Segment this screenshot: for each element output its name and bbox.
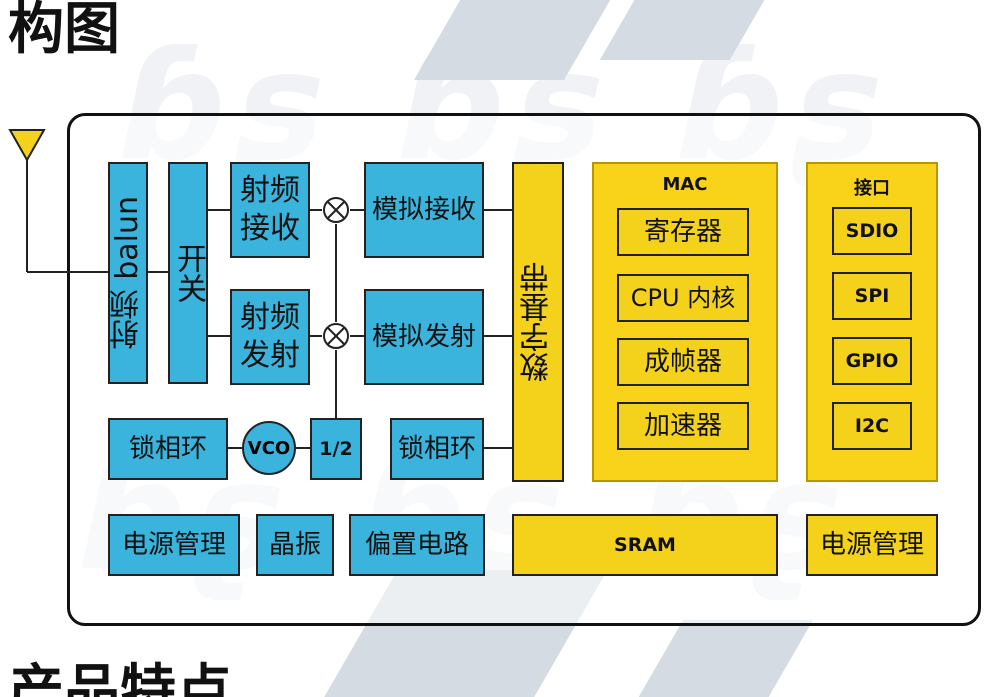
section-heading-features: 产品特点 <box>8 659 232 697</box>
divider-label: 1/2 <box>319 438 353 460</box>
iface-item-label: I2C <box>854 415 890 437</box>
mac-item-label: 成帧器 <box>643 347 722 377</box>
mac-item-label: 加速器 <box>643 411 722 441</box>
pll-left-block: 锁相环 <box>108 418 228 480</box>
iface-item-sdio: SDIO <box>832 207 912 255</box>
bias-circuit-label: 偏置电路 <box>364 530 469 560</box>
analog-transmit-block: 模拟发射 <box>364 289 484 385</box>
crystal-label: 晶振 <box>268 530 321 560</box>
mac-item-register: 寄存器 <box>617 208 749 256</box>
pll-left-label: 锁相环 <box>128 434 207 464</box>
rf-transmit-label: 射频发射 <box>240 300 300 373</box>
crystal-block: 晶振 <box>256 514 334 576</box>
power-management-label: 电源管理 <box>819 530 924 560</box>
bias-circuit-block: 偏置电路 <box>349 514 485 576</box>
pll-right-block: 锁相环 <box>390 418 484 480</box>
divider-block: 1/2 <box>310 418 362 480</box>
mac-item-cpu-core: CPU 内核 <box>617 274 749 322</box>
iface-item-label: GPIO <box>845 350 899 372</box>
section-heading-architecture: 构图 <box>8 0 120 62</box>
rf-balun-block: 射频 balun <box>108 162 148 384</box>
mixer-icon <box>323 323 349 349</box>
analog-receive-label: 模拟接收 <box>371 195 476 225</box>
interface-title: 接口 <box>854 178 890 199</box>
mac-item-label: CPU 内核 <box>630 284 736 312</box>
switch-block: 开关 <box>168 162 208 384</box>
pll-right-label: 锁相环 <box>397 434 476 464</box>
iface-item-gpio: GPIO <box>832 337 912 385</box>
analog-transmit-label: 模拟发射 <box>371 322 476 352</box>
digital-baseband-block: 数字基带 <box>512 162 564 482</box>
sram-block: SRAM <box>512 514 778 576</box>
iface-item-i2c: I2C <box>832 402 912 450</box>
rf-receive-label: 射频接收 <box>240 173 300 246</box>
iface-item-label: SDIO <box>845 220 899 242</box>
antenna-icon <box>8 129 46 163</box>
vco-label: VCO <box>247 437 291 459</box>
power-management-left-block: 电源管理 <box>108 514 240 576</box>
iface-item-label: SPI <box>854 285 890 307</box>
analog-receive-block: 模拟接收 <box>364 162 484 258</box>
rf-balun-label: 射频 balun <box>110 196 145 350</box>
power-management-right-block: 电源管理 <box>806 514 938 576</box>
mixer-icon <box>323 197 349 223</box>
rf-transmit-block: 射频发射 <box>230 289 310 385</box>
power-management-label: 电源管理 <box>121 530 226 560</box>
mac-item-accelerator: 加速器 <box>617 402 749 450</box>
rf-receive-block: 射频接收 <box>230 162 310 258</box>
mac-item-framer: 成帧器 <box>617 338 749 386</box>
mac-title: MAC <box>662 174 708 195</box>
switch-label: 开关 <box>171 243 206 303</box>
sram-label: SRAM <box>614 534 676 556</box>
iface-item-spi: SPI <box>832 272 912 320</box>
digital-baseband-label: 数字基带 <box>520 262 555 382</box>
vco-block: VCO <box>242 421 296 475</box>
mac-item-label: 寄存器 <box>643 217 722 247</box>
